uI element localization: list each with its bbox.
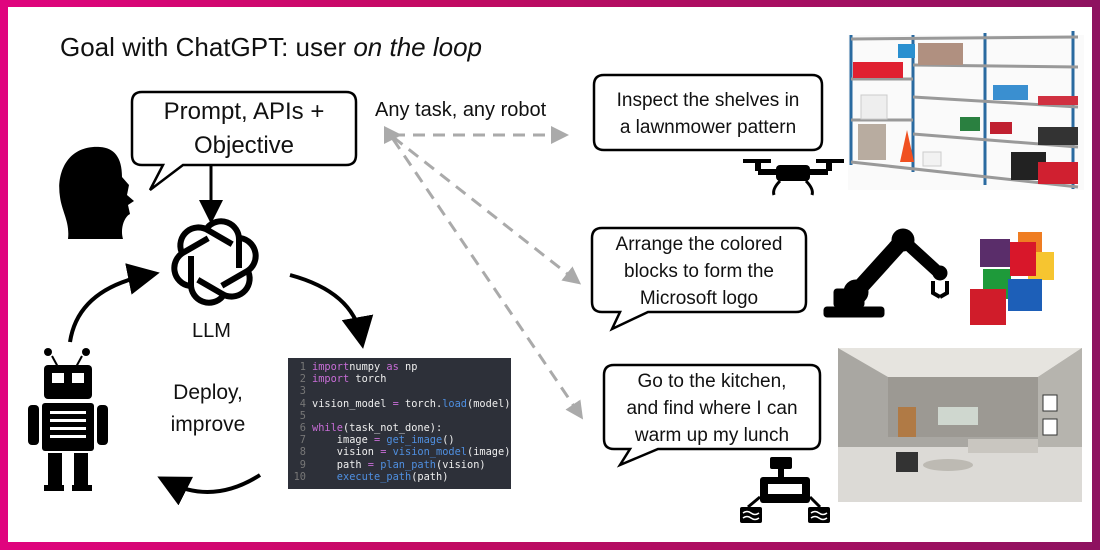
code-token: (image) — [467, 446, 511, 459]
slide-title: Goal with ChatGPT: user on the loop — [60, 32, 482, 63]
user-speech-bubble — [130, 90, 358, 191]
line-number: 6 — [299, 422, 306, 435]
code-token: get_image — [380, 434, 443, 447]
line-number: 3 — [299, 385, 306, 398]
living-room-photo — [838, 348, 1082, 502]
code-token: import — [312, 361, 350, 373]
task-bubble-1 — [592, 73, 824, 152]
code-token: plan_path — [374, 458, 436, 471]
task-1-text: Inspect the shelves in a lawnmower patte… — [594, 87, 822, 141]
line-number: 8 — [299, 446, 306, 459]
arrow-robot-to-llm — [68, 263, 160, 343]
user-bubble-line: Objective — [193, 132, 295, 159]
code-token: while — [312, 422, 343, 435]
openai-logo-icon — [168, 221, 263, 303]
task-bubble-2 — [590, 226, 808, 332]
line-number: 2 — [299, 373, 306, 386]
task-line: blocks to form the — [624, 261, 774, 282]
task-line: warm up my lunch — [634, 425, 790, 446]
code-token: image — [312, 434, 374, 447]
drone-icon — [743, 159, 844, 196]
wheeled-robot-icon — [740, 457, 830, 523]
slide: Goal with ChatGPT: user on the loop Prom… — [8, 7, 1092, 542]
code-token: vision_model — [312, 397, 393, 410]
user-bubble-text: Prompt, APIs + Objective — [132, 95, 356, 163]
task-line: and find where I can — [626, 398, 798, 419]
line-number: 9 — [299, 458, 306, 471]
title-text: Goal with ChatGPT: user — [60, 32, 354, 62]
code-token: execute_path — [312, 470, 412, 483]
code-token: numpy — [349, 361, 387, 373]
user-head-icon — [59, 146, 134, 239]
code-token: import — [312, 373, 350, 386]
code-token: (task_not_done): — [343, 422, 443, 435]
any-task-label: Any task, any robot — [375, 99, 547, 121]
code-line: 9 path = plan_path(vision) — [288, 459, 511, 471]
code-token: = — [367, 458, 374, 471]
arrow-llm-to-code — [289, 273, 374, 349]
code-token: load — [442, 397, 468, 410]
deploy-label: Deploy, improve — [158, 377, 258, 441]
line-number: 5 — [299, 409, 306, 422]
robot-arm-icon — [823, 228, 949, 318]
arrow-code-to-robot — [157, 473, 262, 506]
code-line: 6 while(task_not_done): — [288, 422, 511, 434]
code-line: 2 import torch — [288, 373, 511, 385]
title-emphasis: on the loop — [353, 32, 483, 62]
code-token: () — [442, 434, 455, 447]
code-line: 3 — [288, 385, 511, 397]
task-line: a lawnmower pattern — [619, 117, 797, 138]
line-number: 7 — [299, 434, 306, 447]
code-token: path — [312, 458, 368, 471]
code-line: 8 vision = vision_model(image) — [288, 446, 511, 458]
line-number: 10 — [293, 470, 306, 483]
task-line: Inspect the shelves in — [616, 90, 800, 111]
code-token: = — [392, 397, 399, 410]
line-number: 1 — [299, 361, 306, 373]
code-token: vision — [312, 446, 381, 459]
code-token: as — [386, 361, 399, 373]
code-line: 7 image = get_image() — [288, 434, 511, 446]
task-2-text: Arrange the colored blocks to form the M… — [592, 231, 806, 312]
code-token: vision_model — [386, 446, 467, 459]
task-line: Arrange the colored — [615, 234, 783, 255]
dashed-arrows — [384, 126, 584, 420]
code-token: torch. — [398, 397, 443, 410]
code-line: 5 — [288, 410, 511, 422]
code-line: 10 execute_path(path) — [288, 471, 511, 483]
code-token: (model) — [467, 397, 511, 410]
code-token: (vision) — [436, 458, 486, 471]
task-line: Microsoft logo — [639, 288, 759, 309]
code-line: 4 vision_model = torch.load(model) — [288, 398, 511, 410]
humanoid-robot-icon — [28, 348, 108, 491]
code-token: torch — [349, 373, 387, 386]
code-token: = — [374, 434, 381, 447]
diagram-graphics — [28, 31, 1084, 523]
task-bubble-3 — [602, 363, 822, 468]
task-line: Go to the kitchen, — [637, 371, 787, 392]
llm-label: LLM — [192, 320, 231, 342]
deploy-label-line: improve — [170, 413, 246, 436]
user-bubble-line: Prompt, APIs + — [163, 98, 325, 125]
code-token: np — [398, 361, 418, 373]
code-token: = — [380, 446, 387, 459]
colored-blocks-photo — [970, 232, 1054, 325]
code-token: (path) — [411, 470, 449, 483]
line-number: 4 — [299, 397, 306, 410]
warehouse-shelves-photo — [848, 31, 1084, 190]
task-3-text: Go to the kitchen, and find where I can … — [604, 368, 820, 449]
deploy-label-line: Deploy, — [173, 381, 243, 404]
